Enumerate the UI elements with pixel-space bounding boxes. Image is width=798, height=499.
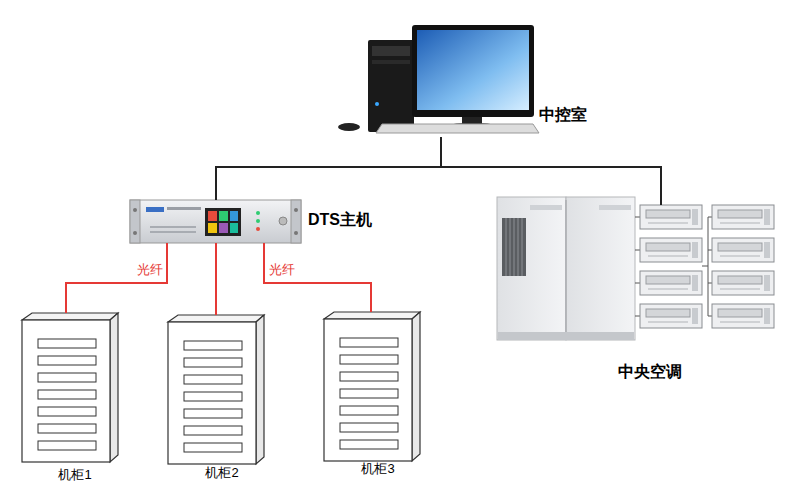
air-conditioner-illustration [635, 316, 640, 317]
computer-illustration [372, 46, 410, 56]
edge-label: 光纤 [136, 262, 164, 278]
air-conditioner-illustration [702, 266, 708, 267]
control-room-node: 中控室 [335, 20, 541, 137]
air-conditioner-illustration [712, 271, 774, 295]
node-label: 机柜2 [205, 465, 238, 481]
computer-illustration [376, 124, 539, 133]
air-conditioner-illustration [635, 250, 640, 251]
dts-host-illustration [230, 211, 238, 221]
node-label: DTS主机 [308, 210, 372, 229]
dts-host-illustration [294, 208, 298, 212]
air-conditioner-illustration [566, 200, 567, 338]
cabinet-node: 机柜1 [22, 313, 118, 463]
cabinet-illustration [22, 313, 118, 462]
node-label: 机柜1 [58, 467, 91, 483]
dts-host-illustration [230, 223, 238, 233]
air-conditioner-illustration [640, 304, 702, 328]
dts-host-illustration [256, 227, 260, 231]
air-conditioner-illustration [518, 218, 519, 276]
computer-illustration [412, 25, 534, 117]
air-conditioner-illustration [708, 250, 712, 251]
air-conditioner-illustration [640, 238, 702, 262]
air-conditioner-illustration [502, 218, 526, 276]
dts-host-illustration [167, 207, 201, 210]
dts-host-illustration [130, 200, 140, 243]
node-label: 中央空调 [618, 362, 682, 381]
dts-host-illustration [133, 208, 137, 212]
air-conditioner-illustration [506, 218, 507, 276]
node-label: 中控室 [539, 105, 587, 124]
dts-host-illustration [130, 200, 301, 243]
air-conditioner-illustration [708, 217, 712, 218]
fiber-line [264, 243, 371, 312]
dts-host-illustration [130, 200, 301, 243]
air-conditioner-illustration [566, 197, 635, 340]
node-label: 机柜3 [361, 461, 394, 477]
air-conditioner-illustration [498, 332, 634, 340]
dts-host-node: DTS主机 [130, 200, 301, 243]
dts-host-illustration [219, 211, 228, 221]
computer-illustration [417, 30, 529, 110]
dts-host-illustration [208, 223, 217, 233]
dts-host-illustration [219, 223, 228, 233]
air-conditioner-illustration [708, 316, 712, 317]
computer-illustration [368, 40, 414, 132]
air-conditioner-illustration [599, 205, 631, 210]
air-conditioner-illustration [640, 205, 702, 229]
computer-illustration [375, 102, 379, 106]
network-line [441, 137, 661, 205]
air-conditioner-illustration [635, 217, 640, 218]
computer-illustration [372, 60, 410, 64]
cabinet-node: 机柜2 [168, 315, 264, 465]
cabinet-illustration [324, 312, 420, 461]
dts-host-illustration [291, 200, 301, 243]
cabinet-illustration [168, 315, 264, 464]
dts-host-illustration [205, 208, 241, 236]
air-conditioner-illustration [635, 283, 640, 284]
edge-label: 光纤 [268, 262, 296, 278]
air-conditioner-illustration [708, 283, 712, 284]
dts-host-illustration [208, 211, 217, 221]
dts-host-illustration [256, 211, 260, 215]
network-line [216, 137, 441, 200]
dts-host-illustration [279, 217, 287, 225]
air-conditioner-illustration [640, 271, 702, 295]
dts-host-illustration [146, 207, 164, 212]
air-conditioner-illustration [514, 218, 515, 276]
air-conditioner-illustration [712, 238, 774, 262]
dts-host-illustration [150, 231, 196, 233]
dts-host-illustration [150, 226, 196, 228]
air-conditioner-illustration [522, 218, 523, 276]
air-conditioner-illustration [712, 205, 774, 229]
air-conditioner-illustration [510, 218, 511, 276]
computer-illustration [338, 25, 539, 133]
dts-host-illustration [294, 231, 298, 235]
air-conditioner-illustration [497, 197, 566, 340]
dts-host-illustration [133, 231, 137, 235]
fiber-line [66, 243, 167, 313]
cabinet-node: 机柜3 [324, 312, 420, 462]
cabinet-illustration [22, 312, 420, 464]
air-conditioner-node: 中央空调 [497, 205, 777, 342]
dts-host-illustration [256, 219, 260, 223]
air-conditioner-illustration [712, 304, 774, 328]
computer-illustration [338, 123, 360, 131]
air-conditioner-illustration [497, 197, 774, 340]
fiber-line [215, 243, 217, 315]
air-conditioner-illustration [530, 205, 562, 210]
